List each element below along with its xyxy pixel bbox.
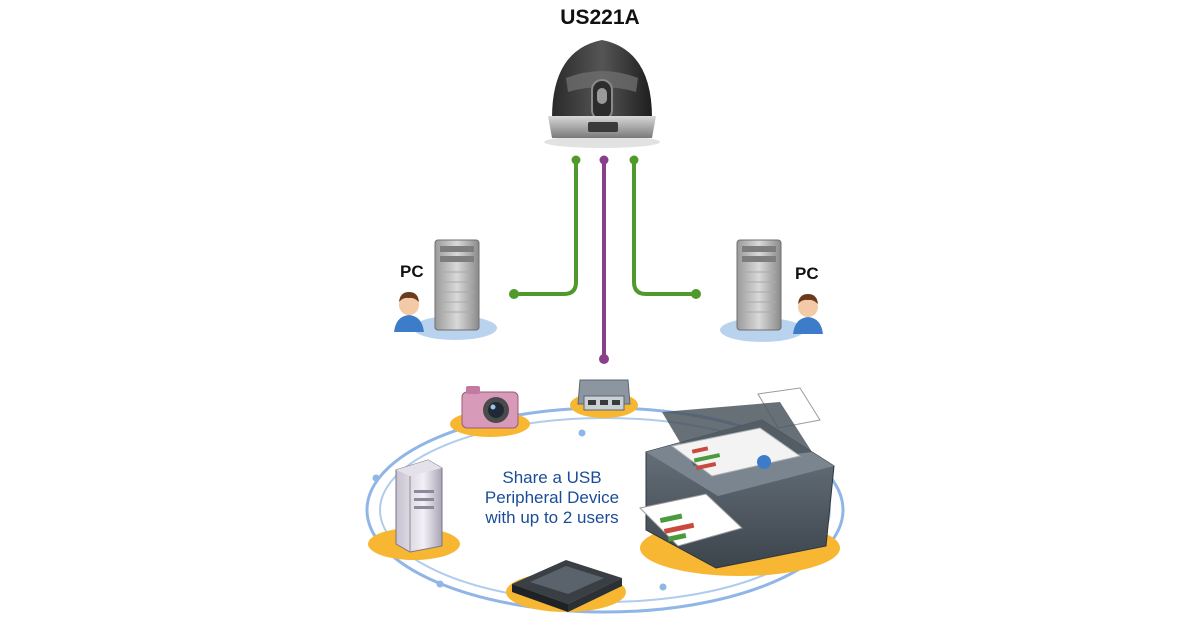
pc-right-label: PC — [795, 264, 819, 283]
user-icon — [394, 292, 424, 332]
share-caption-line-1: Share a USB — [502, 468, 602, 487]
card-reader-icon — [570, 379, 638, 418]
pc-left-icon-group — [394, 239, 497, 340]
pc-cable-right — [629, 155, 701, 299]
usb-switch-icon — [544, 40, 660, 148]
user-icon — [793, 294, 823, 334]
pc-left-label: PC — [400, 262, 424, 281]
pc-tower-icon — [434, 239, 480, 331]
external-drive-icon — [368, 459, 460, 560]
peripheral-cable — [599, 155, 609, 364]
pc-tower-icon — [736, 239, 782, 331]
printer-icon — [638, 387, 840, 576]
pc-right-icon-group — [720, 239, 823, 342]
device-title: US221A — [560, 6, 640, 29]
pc-cable-left — [509, 155, 581, 299]
scanner-icon — [506, 560, 626, 612]
share-caption-line-2: Peripheral Device — [484, 488, 620, 507]
share-caption-line-3: with up to 2 users — [485, 508, 619, 527]
share-caption: Share a USB Peripheral Device with up to… — [452, 468, 652, 528]
camera-icon — [450, 386, 530, 437]
